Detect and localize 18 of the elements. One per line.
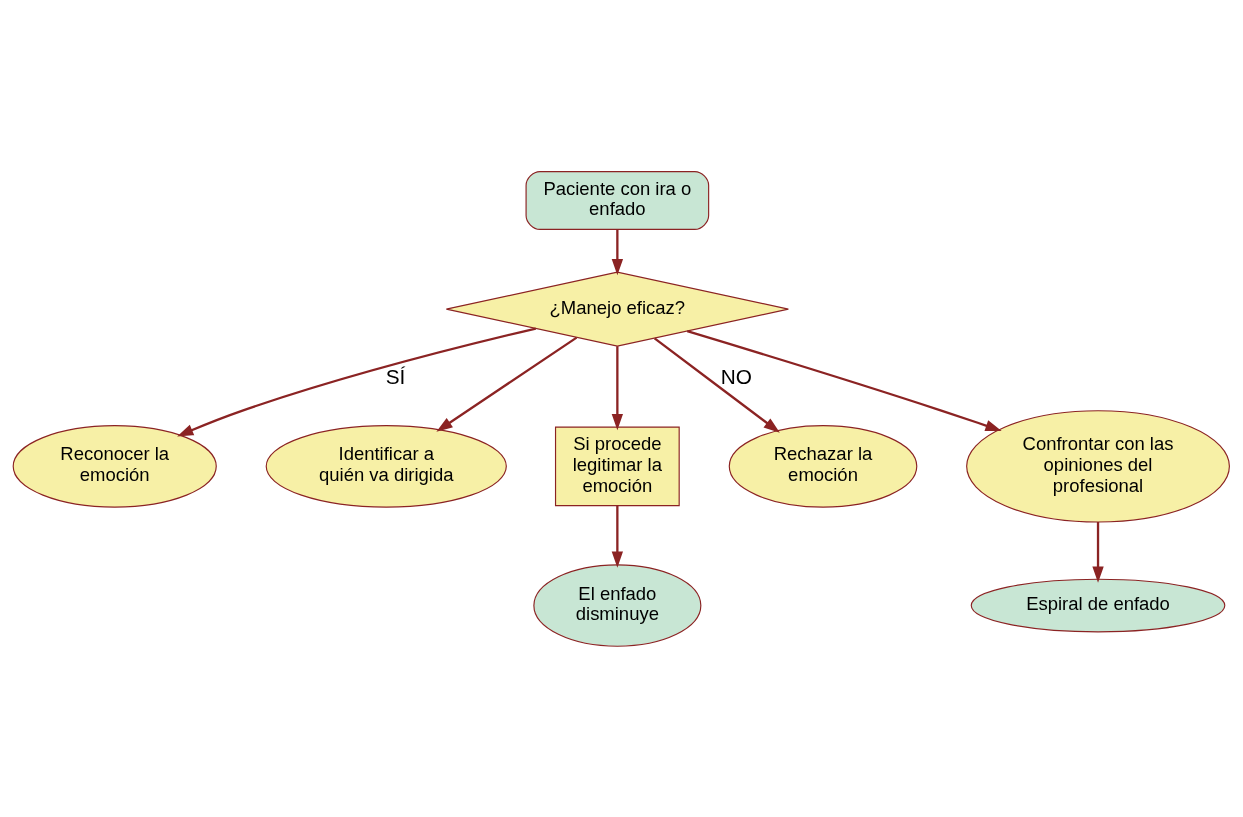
- arrow: [436, 336, 578, 432]
- arrow: [177, 326, 537, 436]
- arrow: [611, 505, 624, 568]
- node-box: Paciente con ira o enfado: [525, 170, 710, 230]
- arrow: [611, 345, 624, 430]
- arrow: [1092, 521, 1104, 583]
- node-ellipse: El enfado disminuye: [533, 563, 702, 647]
- node-diamond: ¿Manejo eficaz?: [445, 271, 789, 347]
- arrow: [686, 329, 1002, 431]
- node-ellipse: Confrontar con las opiniones del profesional: [966, 409, 1230, 523]
- node-ellipse: Espiral de enfado: [970, 578, 1226, 632]
- edge-label: SÍ: [385, 364, 406, 388]
- node-box: Si procede legitimar la emoción: [554, 426, 680, 506]
- arrow: [611, 229, 624, 275]
- node-ellipse: Identificar a quién va dirigida: [265, 424, 507, 508]
- arrow: [653, 336, 780, 433]
- edge-label: NO: [720, 364, 752, 388]
- node-ellipse: Rechazar la emoción: [728, 424, 918, 508]
